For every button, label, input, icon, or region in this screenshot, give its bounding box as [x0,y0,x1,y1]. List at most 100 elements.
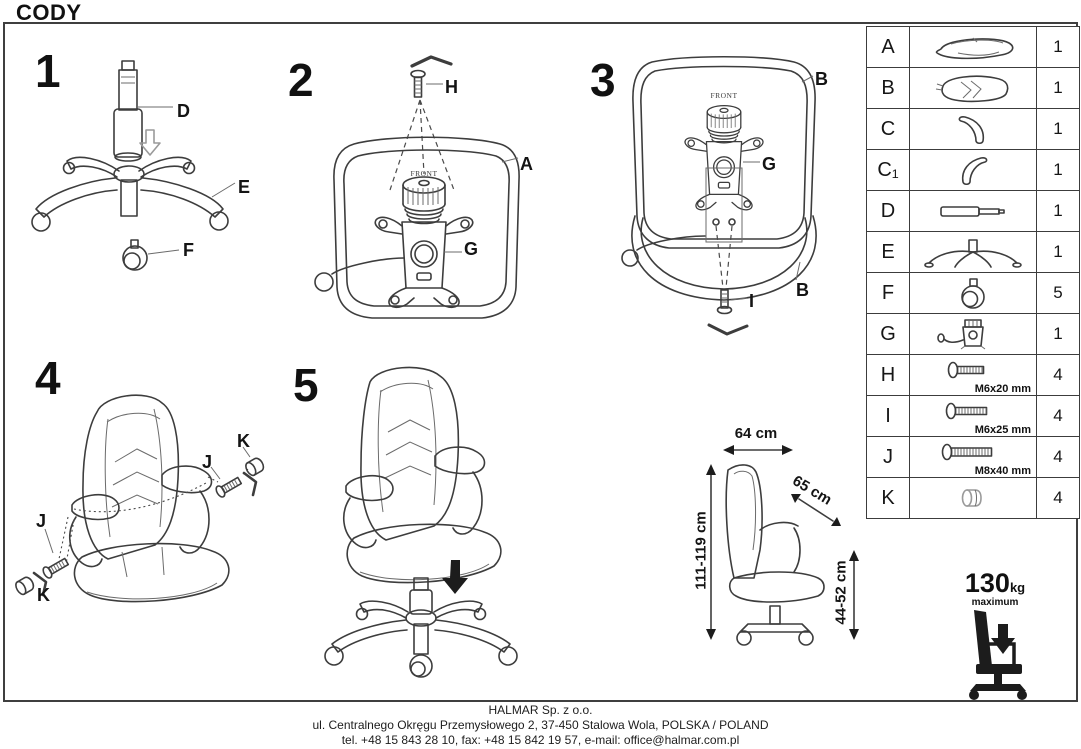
tilt-mechanism-drawing [374,176,474,309]
front-label: FRONT [710,91,737,100]
part-qty: 4 [1036,395,1080,437]
weight-limit-block: 130kg maximum [930,570,1060,707]
bolt-size-label: M6x25 mm [974,424,1031,436]
part-qty: 1 [1036,67,1080,109]
step-2-number: 2 [288,54,314,106]
base-assembly-drawing [324,577,518,678]
step-3-diagram: FRONT [621,55,817,336]
bolt-icon [945,402,988,420]
step-4-diagram [15,394,265,603]
step-5-number: 5 [293,359,319,411]
bolt-h-drawing [410,69,426,98]
weight-unit: kg [1009,580,1026,595]
diagram-frame: 1 [3,22,1080,702]
table-row: B 1 [866,67,1080,109]
weight-limit-value: 130kg [930,570,1060,597]
table-row: C₁ 1 [866,149,1080,191]
part-label-a: A [520,154,533,174]
star-base-drawing [31,156,229,232]
part-id: I [866,395,910,437]
part-qty: 5 [1036,272,1080,314]
armrest-pad-icon [958,116,985,145]
allen-key-icon [707,323,749,336]
dimensions-figure: 64 cm 111-119 cm 65 cm 44-52 cm [690,410,875,665]
table-row: F 5 [866,272,1080,314]
part-qty: 1 [1036,231,1080,273]
dimension-total-height: 111-119 cm [692,511,710,590]
gas-lift-icon [940,206,1005,217]
seat-edge-drawing [621,215,817,301]
table-row: K 4 [866,477,1080,519]
part-qty: 1 [1036,108,1080,150]
weight-value: 130 [964,568,1010,598]
dimension-seat-height: 44-52 cm [832,560,850,625]
part-label-j-right: J [202,452,213,472]
table-row: E 1 [866,231,1080,273]
front-label: FRONT [410,169,437,178]
backrest-cushion-icon [935,75,1009,103]
chair-body-drawing [73,394,230,603]
table-row: I M6x25 mm 4 [866,395,1080,437]
mount-zone-outline [705,167,743,243]
tilt-lever-loop [314,272,334,292]
part-qty: 1 [1036,190,1080,232]
cover-cap-icon [961,489,982,507]
caster-wheel-icon [961,278,985,309]
part-id: G [866,313,910,355]
cap-k-right-drawing [245,457,265,477]
tilt-lever-loop [621,249,639,267]
table-row: D 1 [866,190,1080,232]
tilt-lever-rod [636,235,706,251]
part-label-h: H [445,77,458,97]
allen-key-icon [410,55,453,68]
allen-key-icon [242,471,258,497]
seat-height-arrow [849,550,859,640]
part-label-j-left: J [36,511,47,531]
backrest-drawing [632,55,816,249]
part-qty: 4 [1036,354,1080,396]
assembled-chair-drawing [343,366,502,584]
footer-company: HALMAR Sp. z o.o. [488,703,593,717]
five-star-base-icon [924,239,1022,268]
parts-table: A 1 B [866,26,1080,519]
step-1-diagram [31,60,236,271]
part-label-k-left: K [37,585,50,605]
armrest-pad-mirrored-icon [961,157,988,186]
insert-arrow-icon [139,129,161,156]
armrest-left-drawing [69,493,120,568]
step-4-number: 4 [35,352,61,404]
footer-contact: tel. +48 15 843 28 10, fax: +48 15 842 1… [341,733,740,747]
part-id: B [866,67,910,109]
part-label-g: G [464,239,479,259]
tilt-mechanism-icon [937,319,986,350]
bolt-i-drawing [716,289,733,315]
depth-arrow [791,494,841,526]
part-qty: 4 [1036,436,1080,478]
dimensions-diagram [706,445,859,646]
armrest-right-drawing [161,465,213,554]
part-qty: 4 [1036,477,1080,519]
step-2-diagram: FRONT [314,55,520,319]
cap-k-left-drawing [15,576,35,596]
table-row: A 1 [866,26,1080,68]
part-label-f: F [183,240,194,260]
caster-drawing [122,239,148,271]
part-label-e: E [238,177,251,197]
part-label-i: I [749,291,755,311]
step-5-diagram [324,366,518,678]
table-row: C 1 [866,108,1080,150]
part-qty: 1 [1036,149,1080,191]
width-arrow [723,445,793,455]
bolt-icon [941,443,993,461]
part-id: C [866,108,910,150]
page-title: CODY [16,0,82,25]
part-id: F [866,272,910,314]
tilt-mechanism-drawing [684,104,764,211]
max-load-chair-icon [969,610,1027,700]
part-label-b-bottom: B [796,280,809,300]
drop-arrow-icon [442,560,468,594]
part-id: H [866,354,910,396]
part-id: K [866,477,910,519]
alignment-guides [715,225,733,289]
